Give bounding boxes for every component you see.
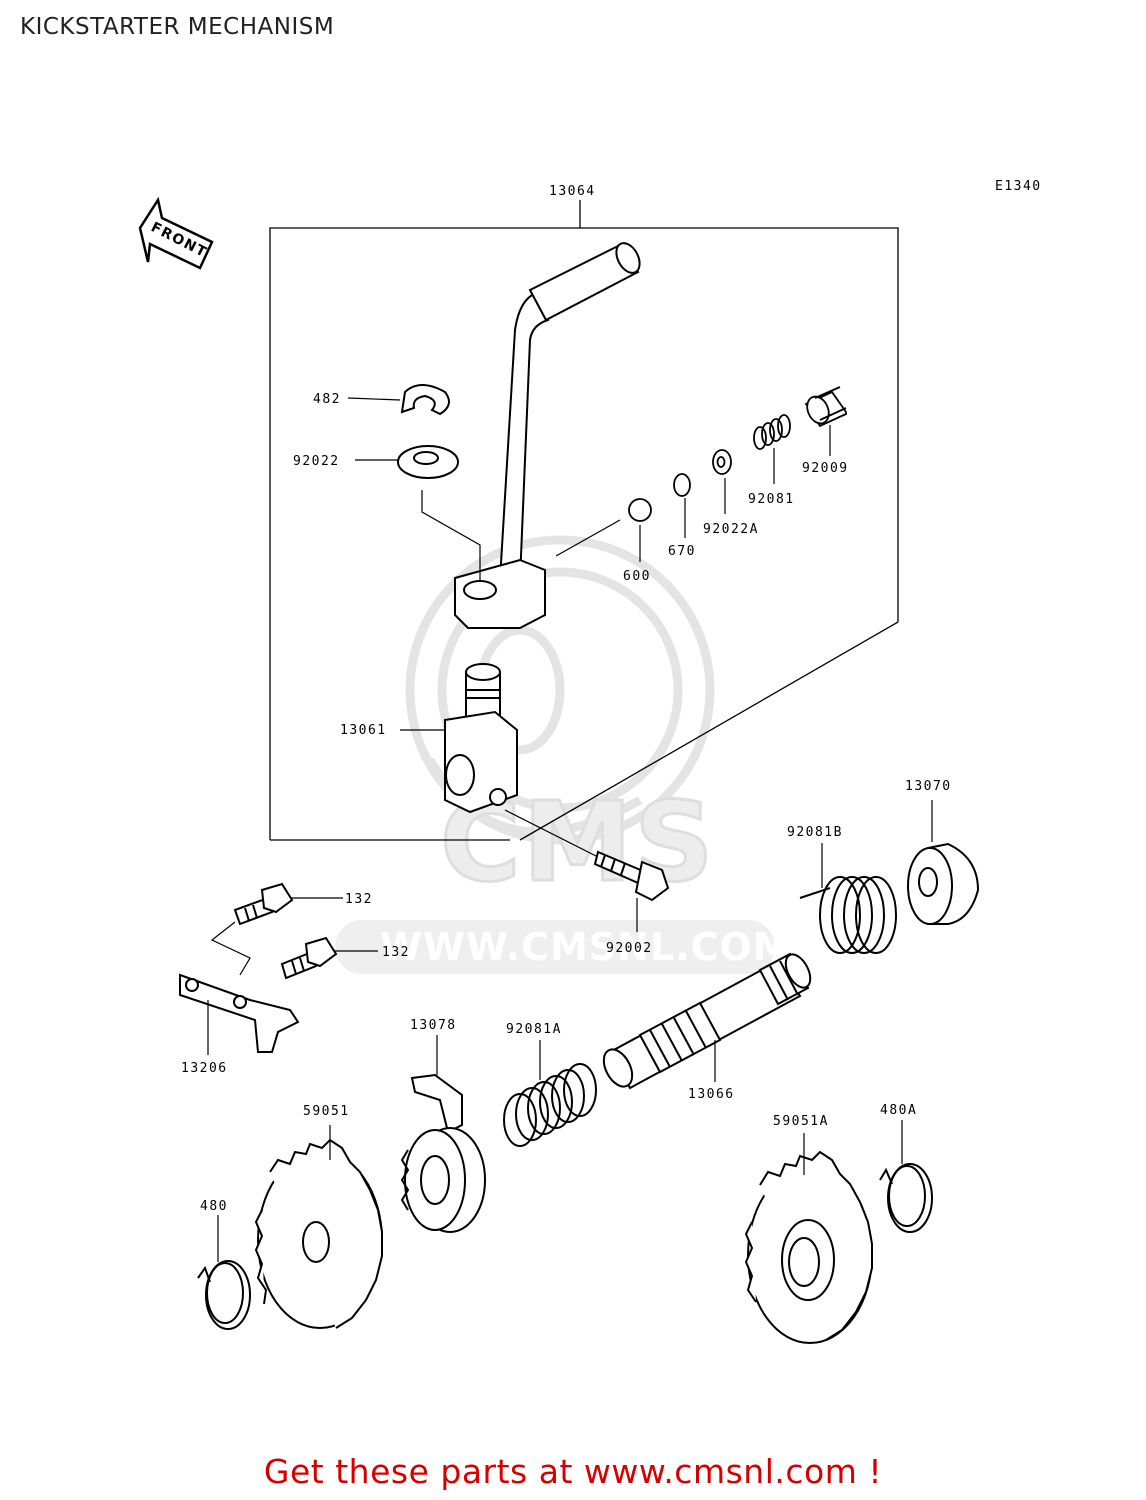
label-92081: 92081 xyxy=(748,492,795,507)
stopper-plate-13206 xyxy=(179,973,300,1053)
label-480: 480 xyxy=(200,1199,228,1214)
kick-shaft-13061 xyxy=(444,663,518,814)
label-92081B: 92081B xyxy=(787,825,843,840)
label-13066: 13066 xyxy=(688,1087,735,1102)
bolt-92002 xyxy=(593,850,670,902)
kick-pedal-assembly-bracket xyxy=(269,200,899,841)
oring-670 xyxy=(673,473,691,497)
diagram-code: E1340 xyxy=(995,179,1042,194)
label-600: 600 xyxy=(623,569,651,584)
ratchet-13078 xyxy=(400,1073,486,1233)
spring-92081B xyxy=(799,876,897,954)
washer-92022A xyxy=(712,449,732,475)
page-title: KICKSTARTER MECHANISM xyxy=(20,14,335,40)
cmsnl-watermark: CMS WWW.CMSNL.COM xyxy=(335,535,792,974)
label-13078: 13078 xyxy=(410,1018,457,1033)
circlip-482 xyxy=(400,384,450,416)
cap-92009 xyxy=(804,386,847,428)
front-arrow-icon: FRONT xyxy=(138,196,214,270)
label-13064: 13064 xyxy=(549,184,596,199)
label-92002: 92002 xyxy=(606,941,653,956)
kick-pedal-lever xyxy=(454,242,641,629)
circlip-480A xyxy=(879,1163,933,1233)
label-13061: 13061 xyxy=(340,723,387,738)
label-13206: 13206 xyxy=(181,1061,228,1076)
label-92009: 92009 xyxy=(802,461,849,476)
promo-banner[interactable]: Get these parts at www.cmsnl.com ! xyxy=(263,1452,883,1491)
label-132-lower: 132 xyxy=(382,945,410,960)
washer-92022 xyxy=(397,445,459,479)
gear-59051A xyxy=(744,1150,873,1344)
circlip-480 xyxy=(197,1260,251,1330)
label-670: 670 xyxy=(668,544,696,559)
label-13070: 13070 xyxy=(905,779,952,794)
watermark-url: WWW.CMSNL.COM xyxy=(380,925,792,969)
collar-13070 xyxy=(907,842,980,925)
label-92022A: 92022A xyxy=(703,522,759,537)
label-132-upper: 132 xyxy=(345,892,373,907)
bolt-132-upper xyxy=(233,882,294,926)
spring-92081 xyxy=(753,414,791,450)
spring-92081A xyxy=(503,1063,597,1147)
bolt-132-lower xyxy=(280,936,338,980)
label-482: 482 xyxy=(313,392,341,407)
label-480A: 480A xyxy=(880,1103,917,1118)
label-92022: 92022 xyxy=(293,454,340,469)
gear-59051 xyxy=(254,1138,383,1329)
ball-600 xyxy=(628,498,652,522)
label-59051A: 59051A xyxy=(773,1114,829,1129)
label-92081A: 92081A xyxy=(506,1022,562,1037)
label-59051: 59051 xyxy=(303,1104,350,1119)
kick-shaft-13066 xyxy=(602,952,812,1090)
